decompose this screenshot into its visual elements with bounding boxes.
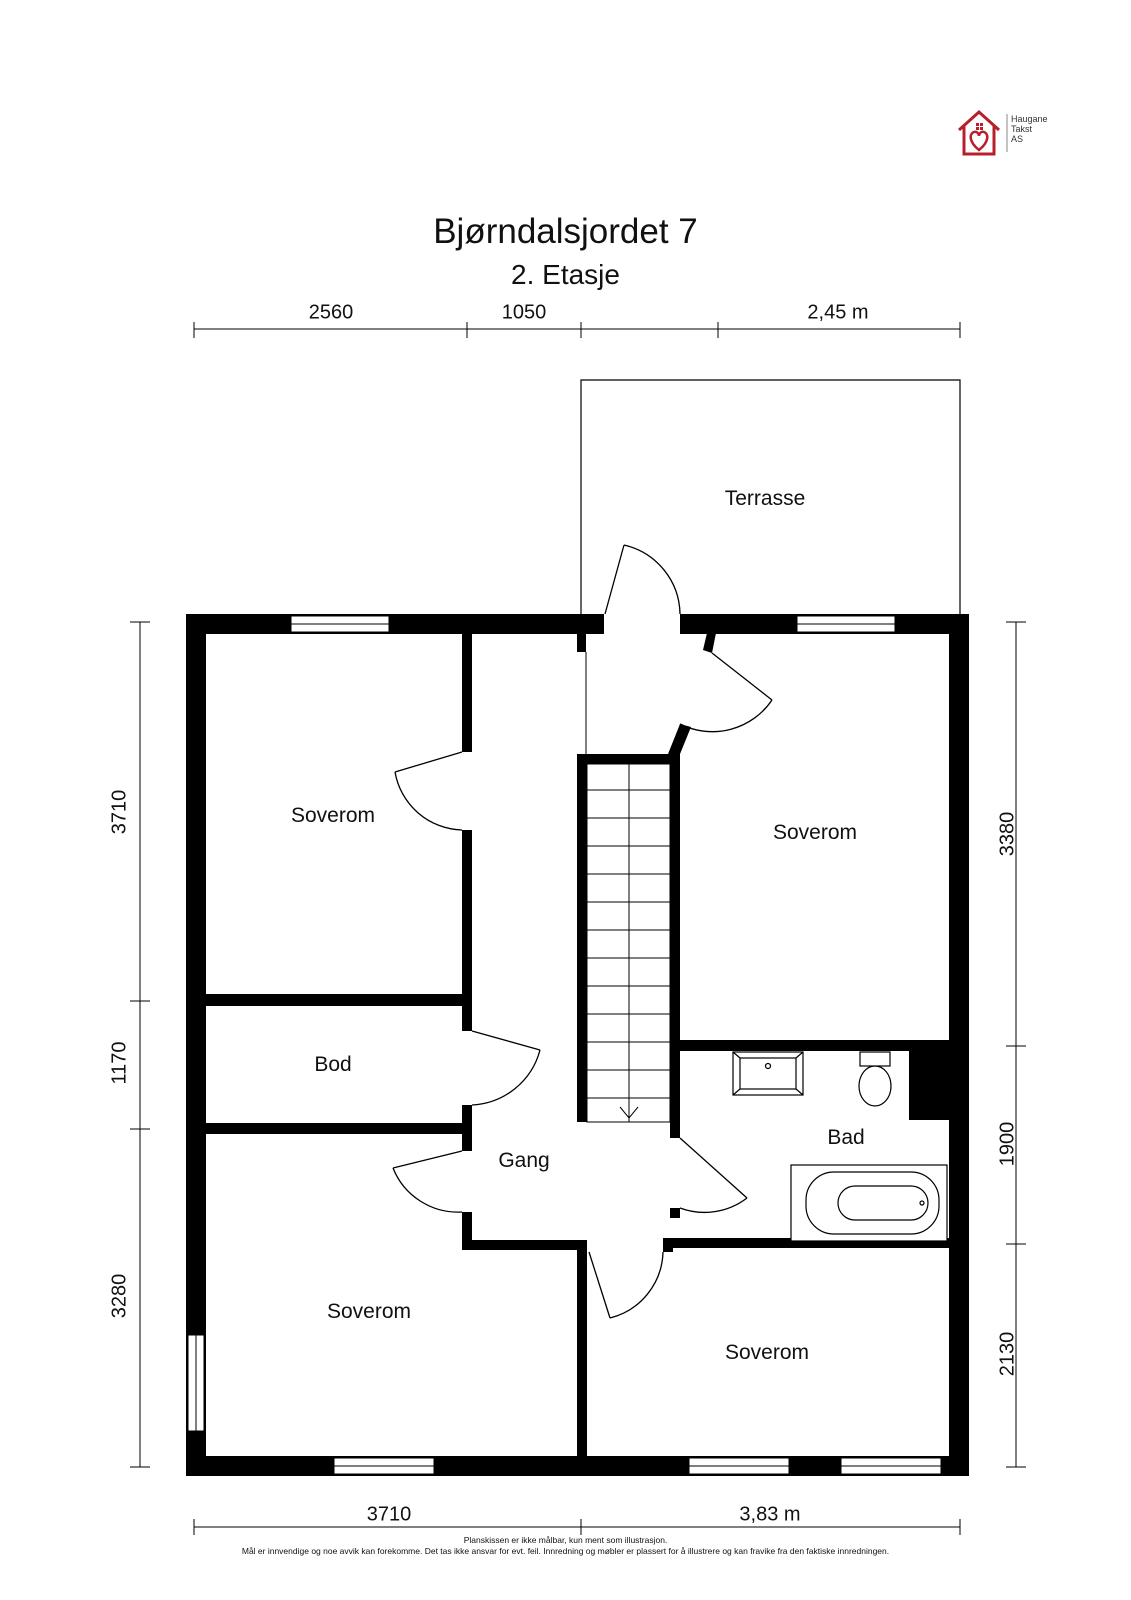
bathroom-fixtures (732, 1051, 948, 1242)
dim-bottom-2: 3,83 m (739, 1503, 801, 1526)
footer-line-2: Mål er innvendige og noe avvik kan forek… (241, 1546, 890, 1556)
dim-left-1: 3710 (108, 789, 131, 835)
room-label-gang: Gang (498, 1149, 550, 1172)
dim-right-2: 1900 (996, 1121, 1019, 1167)
footer-line-1: Planskissen er ikke målbar, kun ment som… (463, 1535, 668, 1545)
logo-text: Haugane Takst AS (1011, 114, 1048, 144)
dim-top-2: 1050 (501, 301, 547, 324)
page-subtitle: 2. Etasje (511, 259, 620, 290)
dim-top-1: 2560 (308, 301, 354, 324)
room-label-soverom-se: Soverom (724, 1341, 810, 1364)
room-label-soverom-nw: Soverom (290, 804, 376, 827)
logo-line-1: Haugane (1011, 114, 1048, 124)
room-label-soverom-ne: Soverom (772, 821, 858, 844)
toilet (859, 1051, 891, 1067)
staircase (586, 763, 671, 1123)
dim-top-3: 2,45 m (807, 301, 869, 324)
terrace-outline (580, 379, 961, 614)
dimension-lines (130, 322, 1026, 1535)
room-label-bod: Bod (314, 1053, 352, 1076)
doors (392, 544, 773, 1319)
dim-right-3: 2130 (996, 1331, 1019, 1377)
windows (187, 615, 942, 1475)
interior-walls (206, 633, 949, 1456)
room-label-soverom-sw: Soverom (326, 1300, 412, 1323)
page-title: Bjørndalsjordet 7 (433, 212, 698, 251)
dim-left-2: 1170 (108, 1041, 131, 1085)
company-logo (957, 109, 1008, 156)
room-label-bad: Bad (827, 1126, 865, 1149)
dim-bottom-1: 3710 (366, 1503, 412, 1526)
dim-right-1: 3380 (996, 811, 1019, 857)
logo-line-2: Takst (1011, 124, 1033, 134)
room-label-terrasse: Terrasse (724, 487, 806, 510)
logo-line-3: AS (1011, 134, 1024, 144)
dim-left-3: 3280 (108, 1273, 131, 1319)
